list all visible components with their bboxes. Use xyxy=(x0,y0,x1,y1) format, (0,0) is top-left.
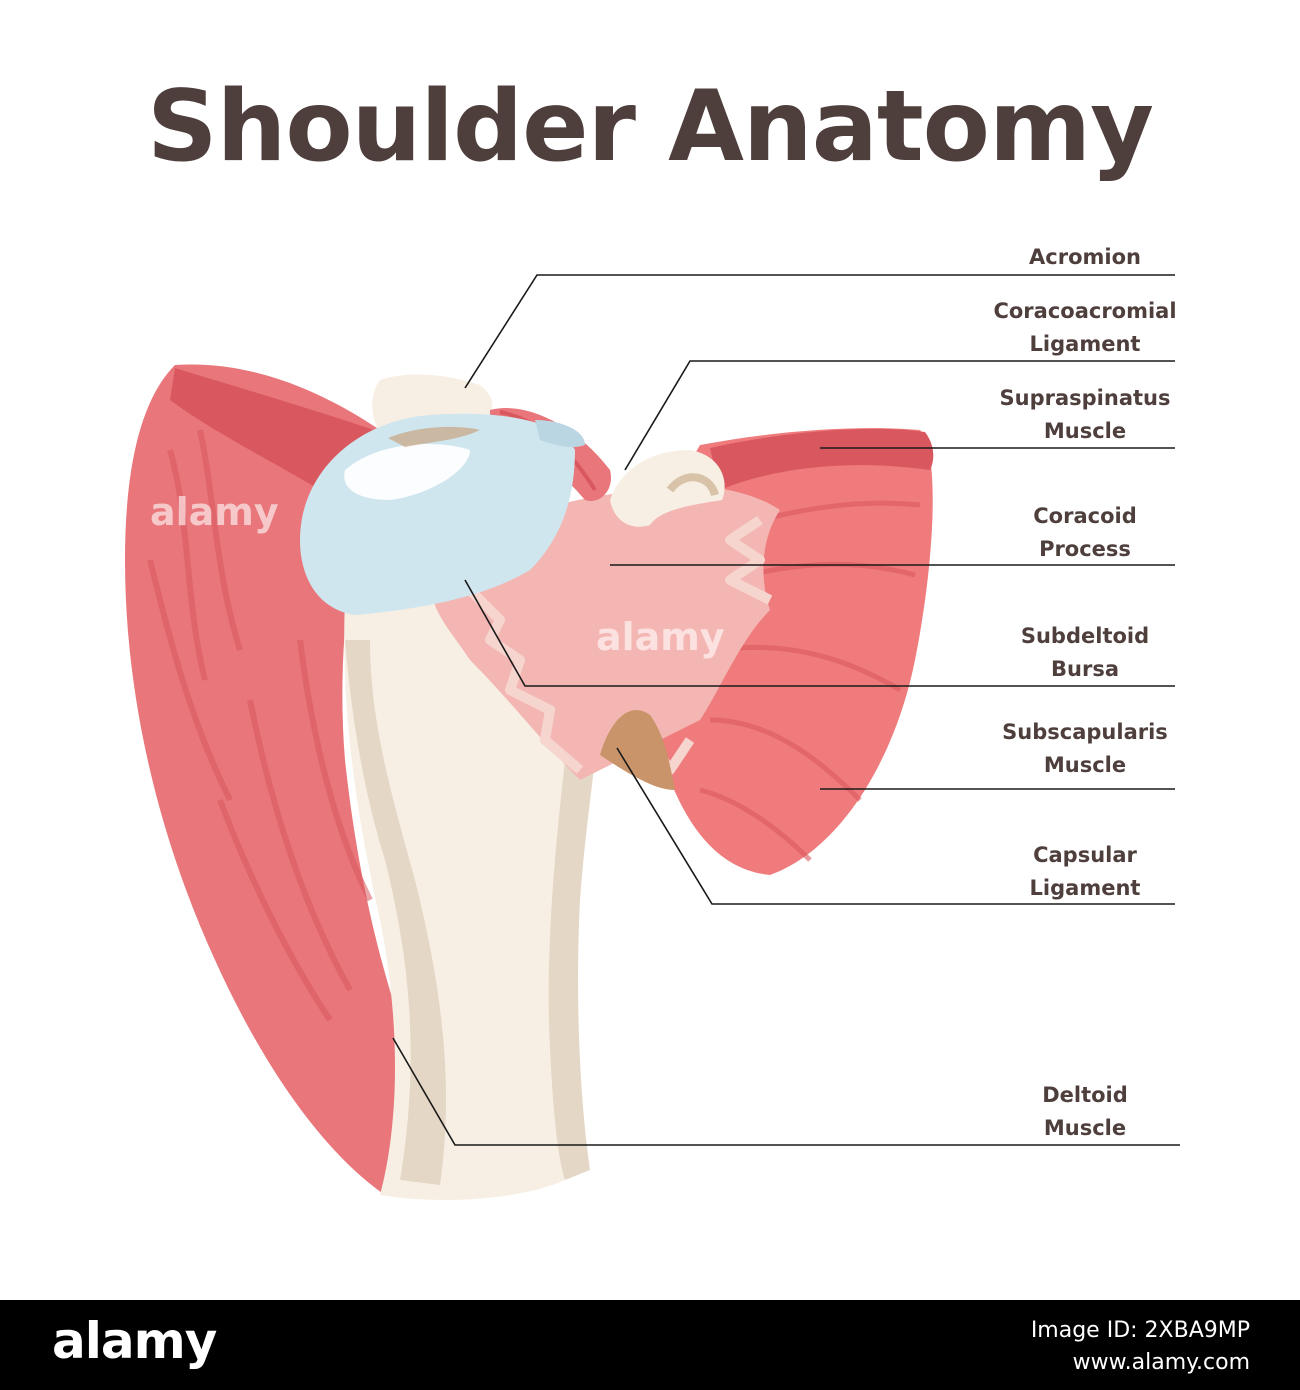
supraspinatus-muscle xyxy=(710,428,934,490)
label-coracoid-process: Coracoid Process xyxy=(1033,504,1137,561)
page-title: Shoulder Anatomy xyxy=(146,70,1154,184)
leader-subdeltoid xyxy=(464,579,1175,687)
label-subdeltoid-bursa: Subdeltoid Bursa xyxy=(1020,624,1150,681)
deltoid-top-fold xyxy=(170,368,380,490)
shoulder-illustration xyxy=(125,274,1180,1200)
leader-capsular xyxy=(616,747,1175,905)
label-supraspinatus-muscle: Supraspinatus Muscle xyxy=(999,386,1171,443)
label-deltoid-muscle: Deltoid Muscle xyxy=(1042,1083,1128,1140)
coracoid-process xyxy=(610,450,725,527)
label-capsular-ligament: Capsular Ligament xyxy=(1029,843,1141,900)
label-acromion: Acromion xyxy=(1029,245,1141,269)
watermark-site-url: www.alamy.com xyxy=(1072,1350,1250,1375)
leader-coracoacromial xyxy=(624,360,1175,471)
label-subscapularis-muscle: Subscapularis Muscle xyxy=(1002,720,1168,777)
label-coracoacromial-ligament: Coracoacromial Ligament xyxy=(993,299,1177,356)
watermark-text-center: alamy xyxy=(596,615,725,659)
leader-acromion xyxy=(464,274,1175,389)
capsular-ligament xyxy=(600,709,675,790)
watermark-footer-bar xyxy=(0,1300,1300,1390)
watermark-image-id: Image ID: 2XBA9MP xyxy=(1030,1318,1250,1343)
watermark-text-left: alamy xyxy=(150,490,279,534)
leader-deltoid xyxy=(392,1037,1180,1146)
watermark-brand-logo: alamy xyxy=(52,1312,217,1370)
humerus-shadow xyxy=(345,640,446,1185)
